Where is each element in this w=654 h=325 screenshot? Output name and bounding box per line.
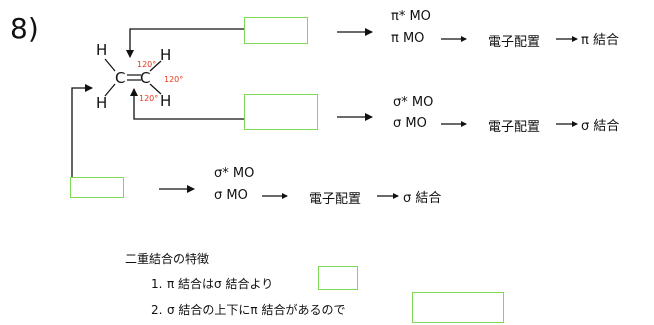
atom-h-top-right: H [160,46,172,64]
sigma-bond-connector [130,88,244,120]
answer-box-sigma-ch-bond[interactable] [70,177,124,198]
atom-h-top-left: H [96,41,108,59]
sigma-star-mo-label-cc: σ* MO [393,95,434,110]
sigma-ch-electron-config-label: 電子配置 [309,192,362,207]
feature-item-1: 1. π 結合はσ 結合より [151,275,273,292]
question-number: 8) [10,12,39,45]
angle-label-top: 120° [137,60,157,69]
answer-box-feature-1[interactable] [318,266,358,290]
answer-box-sigma-cc-bond[interactable] [244,94,318,130]
pi-star-mo-label: π* MO [391,9,431,24]
sigma-star-mo-label-ch: σ* MO [214,166,255,181]
atom-c-right: C [140,69,151,87]
atom-h-bottom-left: H [96,94,108,112]
features-title: 二重結合の特徴 [125,252,210,266]
feature-item-1-text: π 結合はσ 結合より [167,277,274,291]
angle-label-bottom: 120° [139,94,159,103]
angle-label-right: 120° [164,75,184,84]
answer-box-feature-2[interactable] [412,292,504,323]
sigma-mo-label-cc: σ MO [393,116,427,131]
atom-c-left: C [115,69,126,87]
ethylene-bonds [104,58,162,97]
pi-bond-label: π 結合 [581,33,619,48]
feature-item-2-number: 2. [151,303,163,317]
sigma-ch-bond-label: σ 結合 [403,191,442,206]
answer-box-pi-bond[interactable] [244,17,308,44]
feature-item-1-number: 1. [151,277,163,291]
sigma-mo-label-ch: σ MO [214,188,248,203]
pi-bond-connector [126,28,244,58]
feature-item-2-text: σ 結合の上下にπ 結合があるので [167,303,346,317]
ch-bond-connector [71,84,93,182]
sigma-cc-bond-label: σ 結合 [581,119,620,134]
feature-item-2: 2. σ 結合の上下にπ 結合があるので [151,301,345,318]
pi-mo-label: π MO [391,31,425,46]
sigma-cc-electron-config-label: 電子配置 [488,120,541,135]
pi-electron-config-label: 電子配置 [488,35,541,50]
atom-h-bottom-right: H [160,92,172,110]
